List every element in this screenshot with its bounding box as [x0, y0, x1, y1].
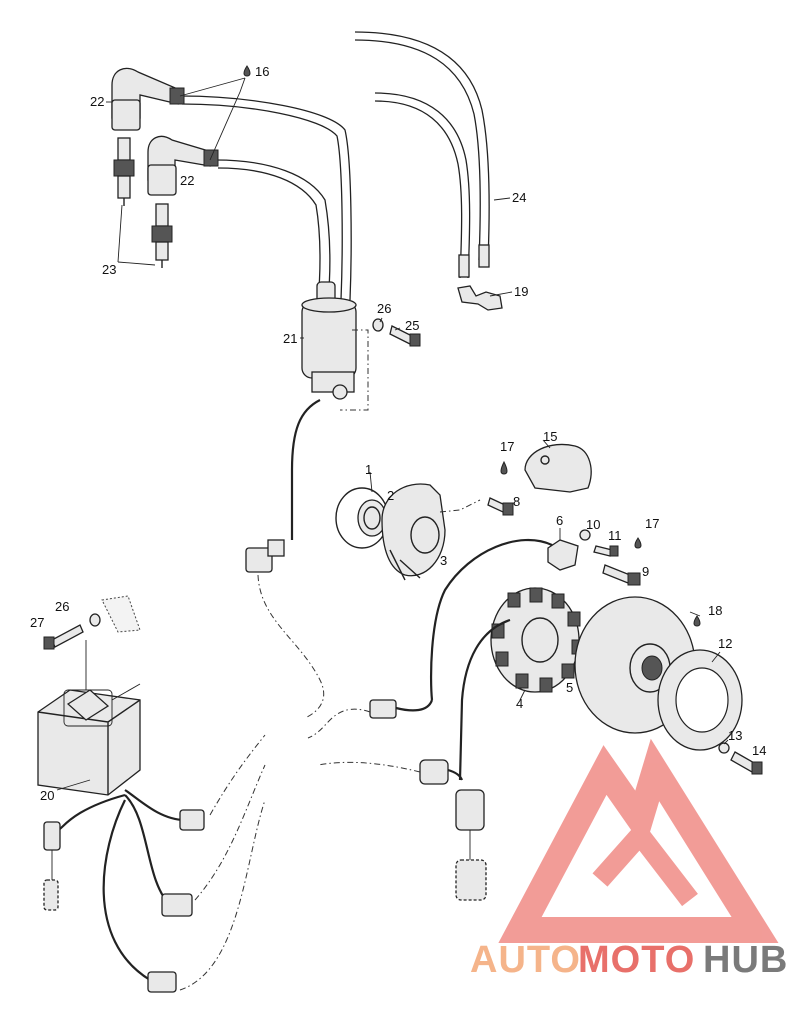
adhesive-drop-17a [500, 460, 508, 475]
washer-26b [89, 613, 101, 627]
connection-paths [179, 574, 421, 991]
watermark-text: AUTO MOTO HUB [470, 939, 788, 981]
callout-15: 15 [543, 429, 557, 444]
callout-12: 12 [718, 636, 732, 651]
callout-20: 20 [40, 788, 54, 803]
washer-13 [718, 742, 730, 754]
adhesive-drop-18 [693, 615, 701, 627]
screw-11 [593, 545, 619, 557]
callout-16: 16 [255, 64, 269, 79]
callout-17b: 17 [645, 516, 659, 531]
screw-14 [730, 751, 763, 775]
callout-18: 18 [708, 603, 722, 618]
pickup-6 [547, 539, 579, 571]
callout-19: 19 [514, 284, 528, 299]
adhesive-drop-16 [243, 65, 251, 77]
spark-plug-upper [113, 137, 135, 206]
cover-15 [524, 443, 592, 493]
watermark-word-moto: MOTO [578, 939, 695, 981]
callout-21: 21 [283, 331, 297, 346]
callout-6: 6 [556, 513, 563, 528]
callout-1: 1 [365, 462, 372, 477]
adhesive-drop-17b [634, 537, 642, 549]
watermark-word-auto: AUTO [470, 939, 581, 981]
ignition-coil [301, 281, 369, 411]
spark-plug-lower [151, 203, 173, 268]
callout-27: 27 [30, 615, 44, 630]
callout-4: 4 [516, 696, 523, 711]
callout-22b: 22 [180, 173, 194, 188]
housing-3 [381, 483, 446, 581]
callout-22a: 22 [90, 94, 104, 109]
callout-24: 24 [512, 190, 526, 205]
watermark-word-hub: HUB [703, 939, 788, 981]
callout-26a: 26 [377, 301, 391, 316]
tube-24 [354, 31, 490, 279]
coil-bolt [372, 318, 421, 347]
callout-10: 10 [586, 517, 600, 532]
watermark-logo [498, 738, 779, 943]
callout-26b: 26 [55, 599, 69, 614]
callout-23: 23 [102, 262, 116, 277]
callout-5: 5 [566, 680, 573, 695]
callout-2: 2 [387, 488, 394, 503]
callout-14: 14 [752, 743, 766, 758]
callout-9: 9 [642, 564, 649, 579]
callout-17a: 17 [500, 439, 514, 454]
callout-13: 13 [728, 728, 742, 743]
bolt-9 [602, 564, 641, 586]
callout-3: 3 [440, 553, 447, 568]
ht-lead-hoses [179, 95, 352, 301]
screw-8 [439, 497, 514, 516]
leader-lines [56, 77, 729, 791]
ring-gear-12 [657, 649, 743, 751]
callout-labels: 1 2 3 4 5 6 8 9 10 11 12 13 14 15 16 17 … [30, 64, 766, 803]
washer-10 [579, 529, 591, 541]
clip-19 [457, 285, 503, 311]
cdi-harness [43, 789, 205, 993]
mount-bracket [101, 595, 141, 633]
coil-harness [245, 399, 321, 573]
spark-plug-cap-upper [111, 67, 185, 131]
stator-4 [490, 587, 585, 693]
callout-11: 11 [608, 528, 622, 543]
callout-25: 25 [405, 318, 419, 333]
bolt-27 [43, 624, 84, 650]
cdi-module-20 [37, 640, 141, 796]
callout-8: 8 [513, 494, 520, 509]
